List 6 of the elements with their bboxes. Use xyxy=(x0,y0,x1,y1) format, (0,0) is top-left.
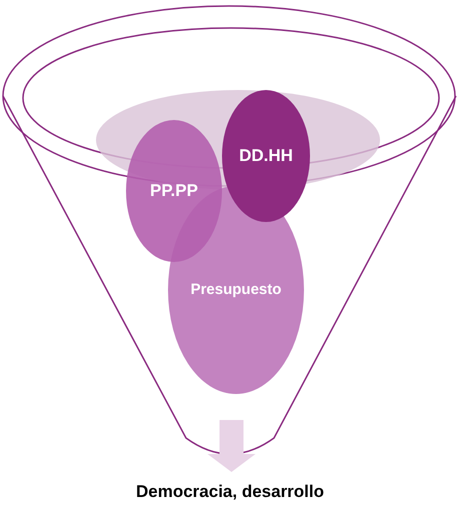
funnel-outline xyxy=(0,4,459,456)
node-label: Presupuesto xyxy=(190,280,282,300)
node-label: PP.PP xyxy=(150,180,198,202)
node-label: Democracia, desarrollo xyxy=(136,480,324,502)
node-label: DD.HH xyxy=(239,145,293,168)
arrow xyxy=(208,420,256,472)
